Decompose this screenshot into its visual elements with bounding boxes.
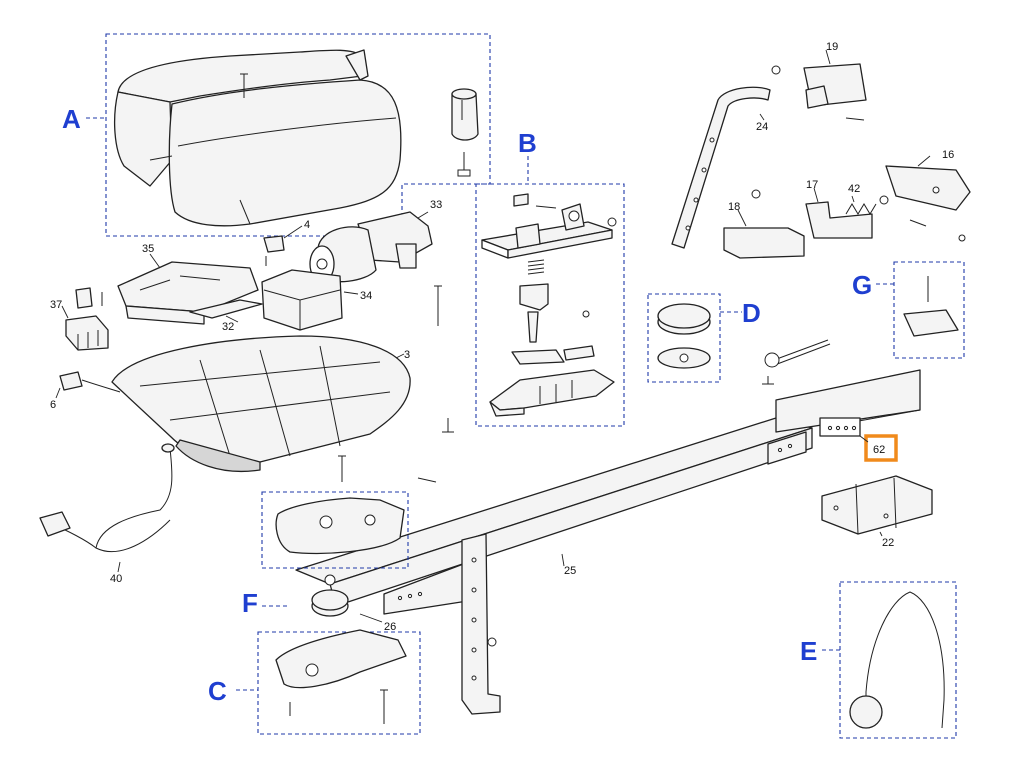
- motor-cover: [114, 49, 402, 227]
- group-a-outline: [105, 33, 491, 237]
- base-housing-3: 3: [111, 335, 411, 472]
- group-label-a: A: [62, 104, 81, 134]
- bracket-19: 19: [803, 41, 867, 121]
- highlighted-part-number: 62: [873, 444, 885, 456]
- cover-knob: [451, 88, 479, 141]
- power-cord-40: 40: [39, 443, 175, 585]
- part-number-24: 24: [756, 121, 768, 133]
- carriage-assembly: [481, 193, 617, 417]
- group-e-outline: [839, 581, 957, 739]
- group-label-e: E: [800, 636, 817, 666]
- part-6: 6: [50, 371, 121, 411]
- part-number-4: 4: [304, 219, 310, 231]
- bracket-22: 22: [821, 475, 933, 549]
- part-number-35: 35: [142, 243, 154, 255]
- group-label-f: F: [242, 588, 258, 618]
- group-d-outline: [647, 293, 721, 383]
- group-d: D: [647, 293, 761, 383]
- highlight-part-62[interactable]: 62: [859, 434, 898, 462]
- bracket-16: 16: [885, 149, 971, 211]
- hanger-bracket: [461, 533, 501, 715]
- group-g-outline: [893, 261, 965, 359]
- group-label-c: C: [208, 676, 227, 706]
- part-number-33: 33: [430, 199, 442, 211]
- pulley-housing-upper: [261, 491, 409, 569]
- group-b: B: [475, 128, 625, 427]
- rail-25: 25: [295, 369, 921, 615]
- upper-housing-outline: [261, 491, 409, 569]
- connector-37: 37: [50, 287, 109, 351]
- part-number-19: 19: [826, 41, 838, 53]
- part-number-32: 32: [222, 321, 234, 333]
- part-number-6: 6: [50, 399, 56, 411]
- part-4: 4: [263, 219, 310, 266]
- group-c: C: [208, 629, 421, 735]
- group-label-g: G: [852, 270, 872, 300]
- mounting-brackets: 24 19 16 17 42: [671, 41, 971, 259]
- group-label-b: B: [518, 128, 537, 158]
- part-number-18: 18: [728, 201, 740, 213]
- part-number-26: 26: [384, 621, 396, 633]
- part-number-17: 17: [806, 179, 818, 191]
- motor-33: 33: [309, 199, 442, 283]
- control-board-35: 35: [117, 243, 259, 325]
- part-number-37: 37: [50, 299, 62, 311]
- group-g: G: [852, 261, 965, 359]
- transformer-34: 34: [261, 269, 372, 331]
- group-a: A: [62, 33, 491, 237]
- part-number-40: 40: [110, 573, 122, 585]
- bracket-17: 17: [805, 179, 873, 239]
- group-f: F 26: [242, 574, 396, 633]
- group-b-outline: [475, 183, 625, 427]
- motor-electronics: 33 4 35 32 34: [39, 199, 454, 585]
- ribbon-cable-32: [189, 299, 263, 319]
- plate-18: 18: [723, 189, 805, 259]
- part-number-42: 42: [848, 183, 860, 195]
- part-number-22: 22: [882, 537, 894, 549]
- group-label-d: D: [742, 298, 761, 328]
- part-number-25: 25: [564, 565, 576, 577]
- arm-24: 24: [671, 86, 771, 249]
- part-number-34: 34: [360, 290, 372, 302]
- release-cord-knob: [849, 591, 945, 729]
- part-number-16: 16: [942, 149, 954, 161]
- group-e: E: [800, 581, 957, 739]
- drive-gear: [657, 303, 711, 369]
- part-number-3: 3: [404, 349, 410, 361]
- spring-42: 42: [845, 183, 877, 215]
